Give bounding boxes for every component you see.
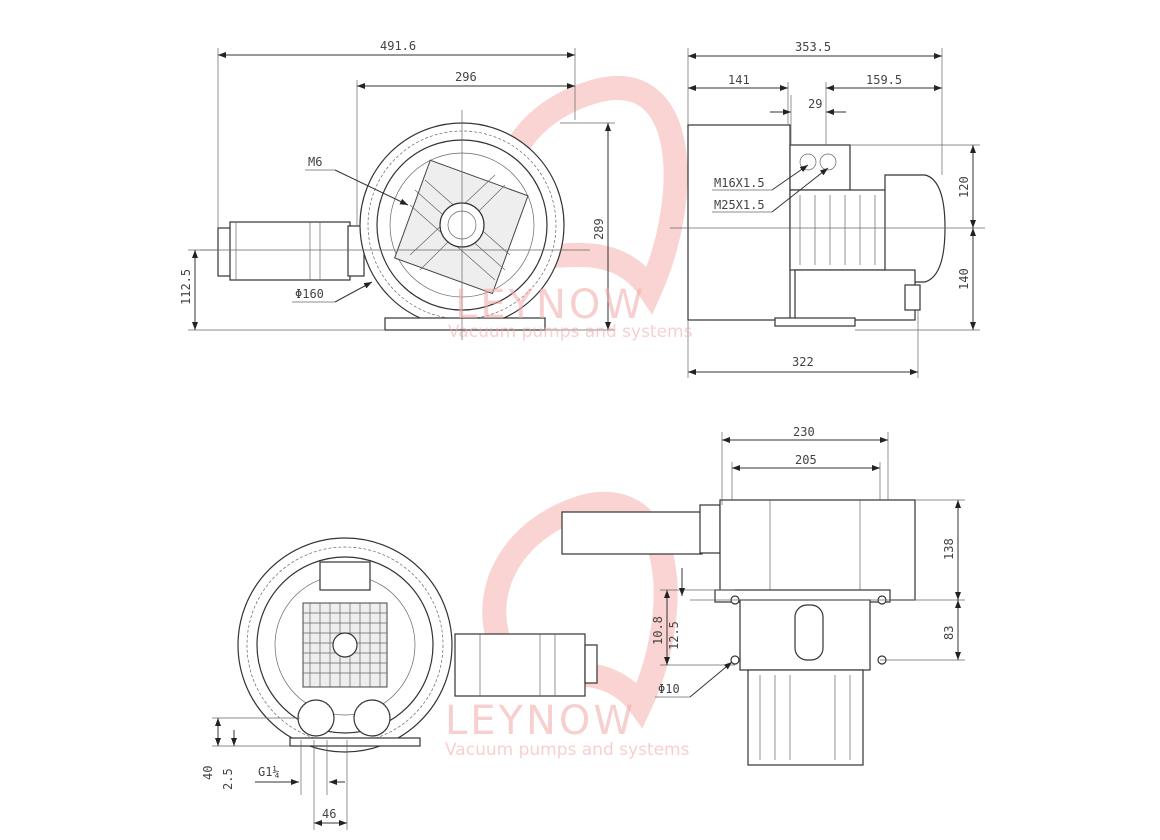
watermark-brand-top: LEYNOW xyxy=(455,282,646,328)
dim-upper-height: 120 xyxy=(957,176,971,198)
bottom-side-view-dimensions: 230 205 138 83 10.8 12.5 Φ10 xyxy=(651,425,965,698)
dim-right-offset: 159.5 xyxy=(866,73,902,87)
watermark-tagline-bottom: Vacuum pumps and systems xyxy=(445,740,690,760)
dim-overall-length: 491.6 xyxy=(380,39,416,53)
dim-port-offset: 46 xyxy=(322,807,336,821)
dim-left-offset: 141 xyxy=(728,73,750,87)
label-port-thread: G1¼ xyxy=(258,765,280,779)
side-view-dimensions: 353.5 141 159.5 29 M16X1.5 M25X1.5 120 1… xyxy=(687,40,980,378)
label-gland-small: M16X1.5 xyxy=(714,176,765,190)
dim-lower-height: 140 xyxy=(957,268,971,290)
dim-gland-spacing: 29 xyxy=(808,97,822,111)
dim-hole-b: 12.5 xyxy=(667,621,681,650)
label-gland-large: M25X1.5 xyxy=(714,198,765,212)
dim-shaft-height: 112.5 xyxy=(179,269,193,305)
dim-lower-height-2: 83 xyxy=(942,626,956,640)
dim-hole-a: 10.8 xyxy=(651,616,665,645)
side-view xyxy=(670,124,985,327)
label-hole-diameter: Φ10 xyxy=(658,682,680,696)
watermark-brand-bottom: LEYNOW xyxy=(445,698,636,744)
front-view xyxy=(200,110,590,340)
dim-foot-inner: 205 xyxy=(795,453,817,467)
bottom-front-view-dimensions: 40 2.5 G1¼ 46 xyxy=(201,717,348,830)
dim-blower-width: 296 xyxy=(455,70,477,84)
dim-flange-thickness: 2.5 xyxy=(221,768,235,790)
watermark-tagline-top: Vacuum pumps and systems xyxy=(448,322,693,342)
bottom-front-view xyxy=(237,537,598,753)
bottom-side-view xyxy=(561,499,965,766)
label-thread: M6 xyxy=(308,155,322,169)
dim-foot-outer: 230 xyxy=(793,425,815,439)
dim-base-width: 322 xyxy=(792,355,814,369)
label-bolt-circle: Φ160 xyxy=(295,287,324,301)
dim-flange-height: 40 xyxy=(201,766,215,780)
front-view-dimensions: 491.6 296 289 112.5 M6 Φ160 xyxy=(179,39,615,331)
dim-height: 289 xyxy=(592,218,606,240)
dim-upper-height-2: 138 xyxy=(942,538,956,560)
dim-overall-width: 353.5 xyxy=(795,40,831,54)
